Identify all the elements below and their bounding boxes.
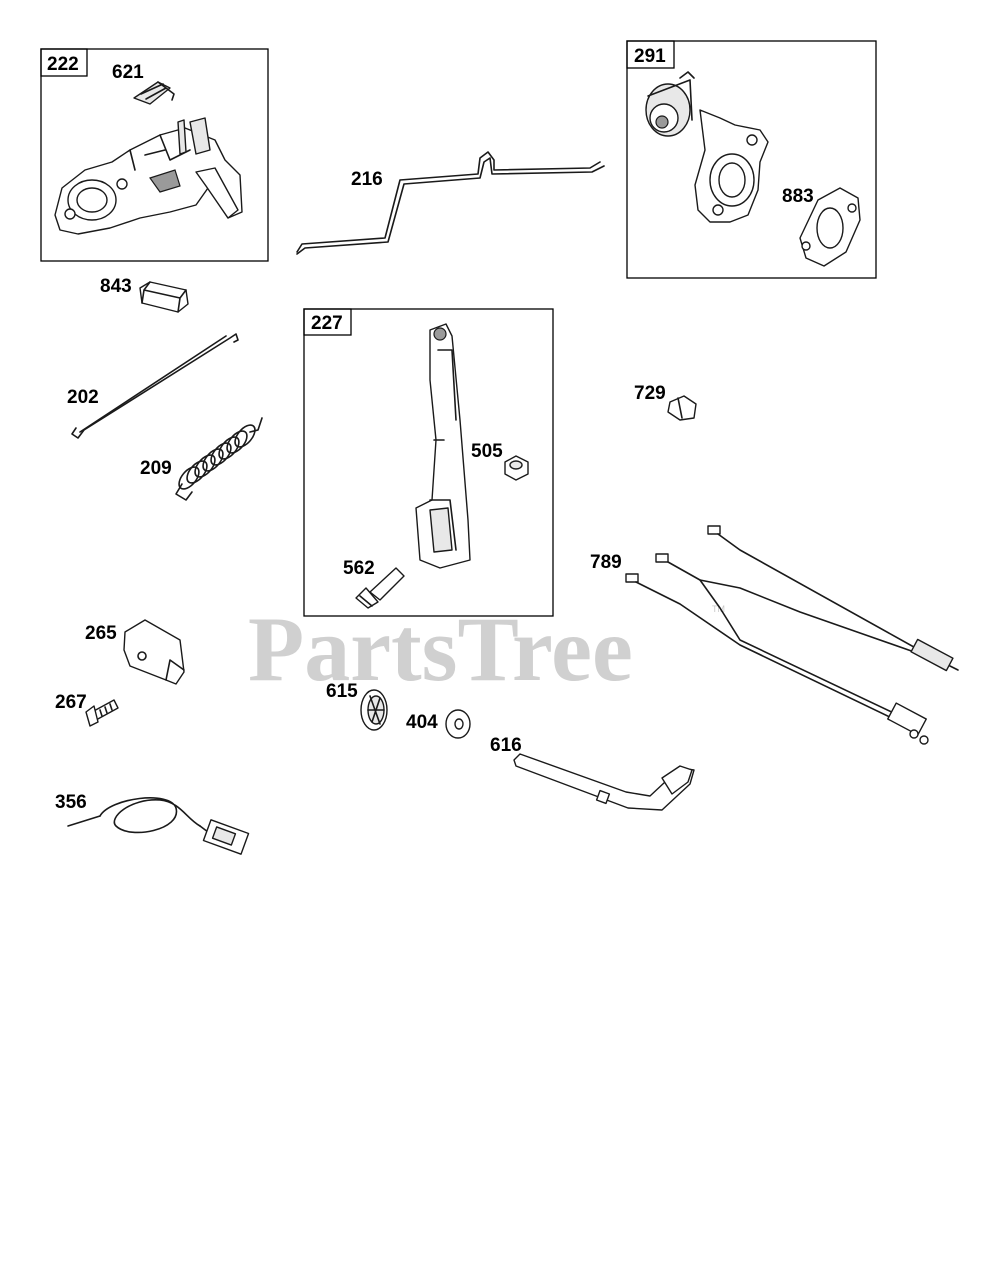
part-789-label: 789 [590,552,622,573]
part-505[interactable]: 505 [471,441,529,481]
part-616[interactable]: 616 [490,735,695,811]
assembly-291-frame [626,40,877,279]
clip-icon-729 [667,395,697,421]
assembly-227-label: 227 [311,313,343,334]
part-356-label: 356 [55,792,87,813]
part-621[interactable]: 621 [112,62,175,105]
part-562[interactable]: 562 [343,558,405,609]
part-404[interactable]: 404 [406,709,471,739]
assembly-222-tag [40,48,88,77]
part-202[interactable]: 202 [67,333,239,439]
part-202-label: 202 [67,387,99,408]
wire-lead-icon [67,797,250,855]
part-621-label: 621 [112,62,144,83]
part-356[interactable]: 356 [55,792,250,855]
choke-assembly-drawing [645,71,769,223]
part-562-label: 562 [343,558,375,579]
part-729[interactable]: 729 [634,383,697,421]
part-843[interactable]: 843 [100,276,189,313]
part-265[interactable]: 265 [85,619,185,685]
assembly-227[interactable]: 227 [303,308,554,617]
assembly-227-tag [303,308,352,336]
lever-drawing [415,323,471,569]
watermark: PartsTree TM [248,598,725,700]
wire-harness-icon [625,525,959,745]
assembly-227-frame [303,308,554,617]
assembly-291-label: 291 [634,46,666,67]
clip-icon [133,81,171,105]
part-615-label: 615 [326,681,358,702]
part-216-label: 216 [351,169,383,190]
part-209[interactable]: 209 [140,417,263,501]
part-267-label: 267 [55,692,87,713]
assembly-291[interactable]: 291 [626,40,877,279]
watermark-text: PartsTree [248,598,633,700]
assembly-222-frame [40,48,269,262]
part-883-label: 883 [782,186,814,207]
part-265-label: 265 [85,623,117,644]
part-883[interactable]: 883 [782,186,861,267]
part-616-label: 616 [490,735,522,756]
part-267[interactable]: 267 [55,692,119,727]
part-209-label: 209 [140,458,172,479]
part-729-label: 729 [634,383,666,404]
part-843-label: 843 [100,276,132,297]
part-505-label: 505 [471,441,503,462]
control-bracket-drawing [54,117,243,235]
part-615[interactable]: 615 [326,681,388,731]
spring-icon [175,417,263,501]
lever-arm-icon [513,753,695,811]
part-216[interactable]: 216 [296,151,605,255]
assembly-291-tag [626,40,675,69]
screw-icon [369,567,405,601]
assembly-222[interactable]: 222 [40,48,269,262]
assembly-222-label: 222 [47,54,79,75]
part-789[interactable]: 789 [590,525,959,745]
cover-plate-icon [123,619,185,685]
watermark-trademark: TM [712,604,725,614]
link-rod-icon [296,151,605,255]
part-404-label: 404 [406,712,438,733]
rod-icon [71,333,239,439]
